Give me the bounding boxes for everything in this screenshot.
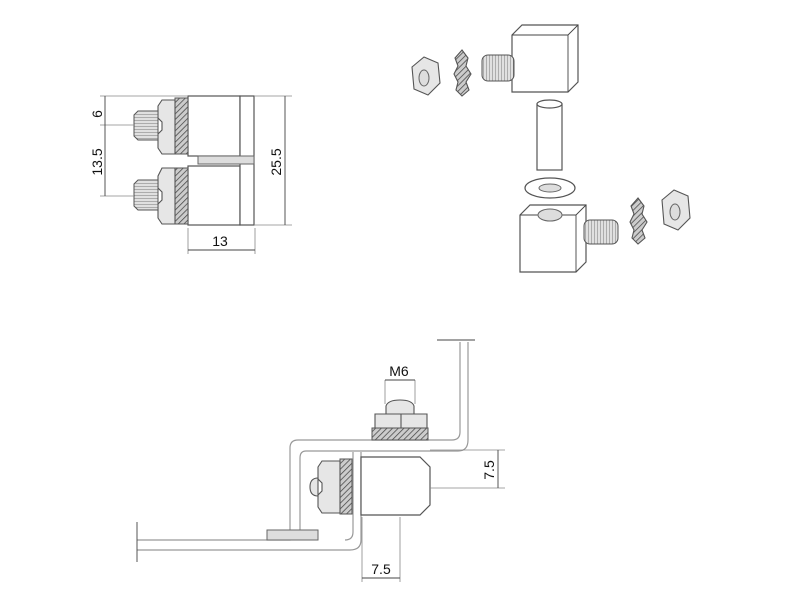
dimension-lines [104,96,286,251]
dim-thread: M6 [389,363,409,379]
upper-block [187,95,241,157]
upper-nut [157,99,176,155]
upper-threaded-block [511,24,579,93]
dim-bolt-spacing: 13.5 [89,148,105,175]
lower-nut [157,167,176,225]
lower-block-hole [537,208,563,222]
dim-top-offset: 6 [89,110,105,118]
hinge-block [360,456,431,516]
bracket-inner [299,342,469,531]
pin-top [536,99,563,109]
lower-block-stud [583,219,619,245]
lower-block [187,165,241,226]
side-bolt-end [309,477,319,497]
dim-total-height: 25.5 [268,148,284,175]
upper-nut-hole [418,69,430,87]
pin-cylinder [536,103,563,171]
side-washer [339,458,353,515]
top-nut [374,413,428,429]
dim-width: 13 [212,233,228,249]
lower-washer [174,167,189,225]
upper-block-stud [481,54,515,82]
upper-stud [133,110,159,141]
lower-lock-washer [629,197,648,245]
front-view: 6 13.5 25.5 13 [89,95,292,254]
side-nut [317,460,341,514]
shim [266,529,319,541]
lower-nut-hole [669,203,681,221]
upper-lock-washer [453,49,472,97]
top-washer [371,427,429,441]
pin [197,155,255,165]
door-frame [137,452,362,551]
mounting-view: M6 7.5 7.5 [136,339,505,582]
mount-dimension-lines [362,379,499,579]
lower-stud [133,179,159,211]
dim-height: 7.5 [481,460,497,480]
top-bolt-end [385,399,415,415]
flat-washer-hole [538,183,562,193]
dim-offset: 7.5 [371,561,391,577]
upper-washer [174,97,189,155]
exploded-view [411,24,691,273]
lower-threaded-block [519,204,587,273]
bracket-outer [137,342,461,541]
